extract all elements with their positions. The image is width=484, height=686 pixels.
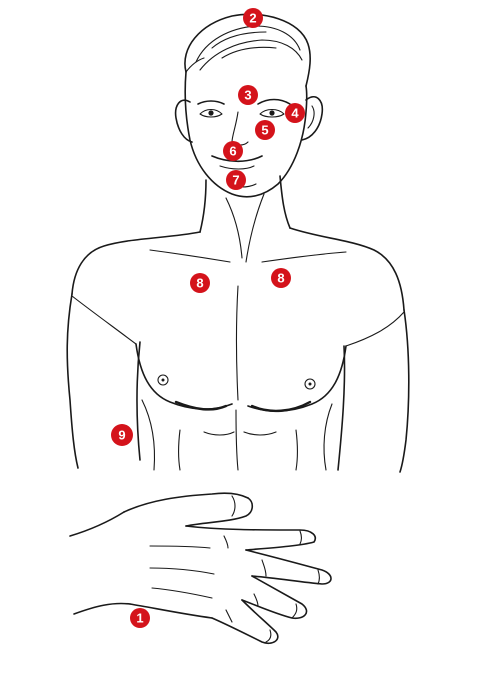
marker-1[interactable]: 1	[130, 608, 150, 628]
marker-5-label: 5	[261, 123, 268, 138]
marker-9[interactable]: 9	[111, 424, 133, 446]
marker-1-label: 1	[136, 611, 143, 626]
marker-7-label: 7	[232, 173, 239, 188]
marker-3[interactable]: 3	[238, 85, 258, 105]
marker-2-label: 2	[249, 11, 256, 26]
marker-5[interactable]: 5	[255, 120, 275, 140]
marker-6[interactable]: 6	[223, 141, 243, 161]
marker-8-left[interactable]: 8	[190, 273, 210, 293]
marker-3-label: 3	[244, 88, 251, 103]
hand-drawing	[70, 493, 331, 643]
marker-8-right-label: 8	[277, 271, 284, 286]
marker-8-right[interactable]: 8	[271, 268, 291, 288]
marker-2[interactable]: 2	[243, 8, 263, 28]
marker-4[interactable]: 4	[285, 103, 305, 123]
marker-6-label: 6	[229, 144, 236, 159]
marker-9-label: 9	[118, 428, 125, 443]
marker-4-label: 4	[291, 106, 299, 121]
marker-7[interactable]: 7	[226, 170, 246, 190]
marker-8-left-label: 8	[196, 276, 203, 291]
